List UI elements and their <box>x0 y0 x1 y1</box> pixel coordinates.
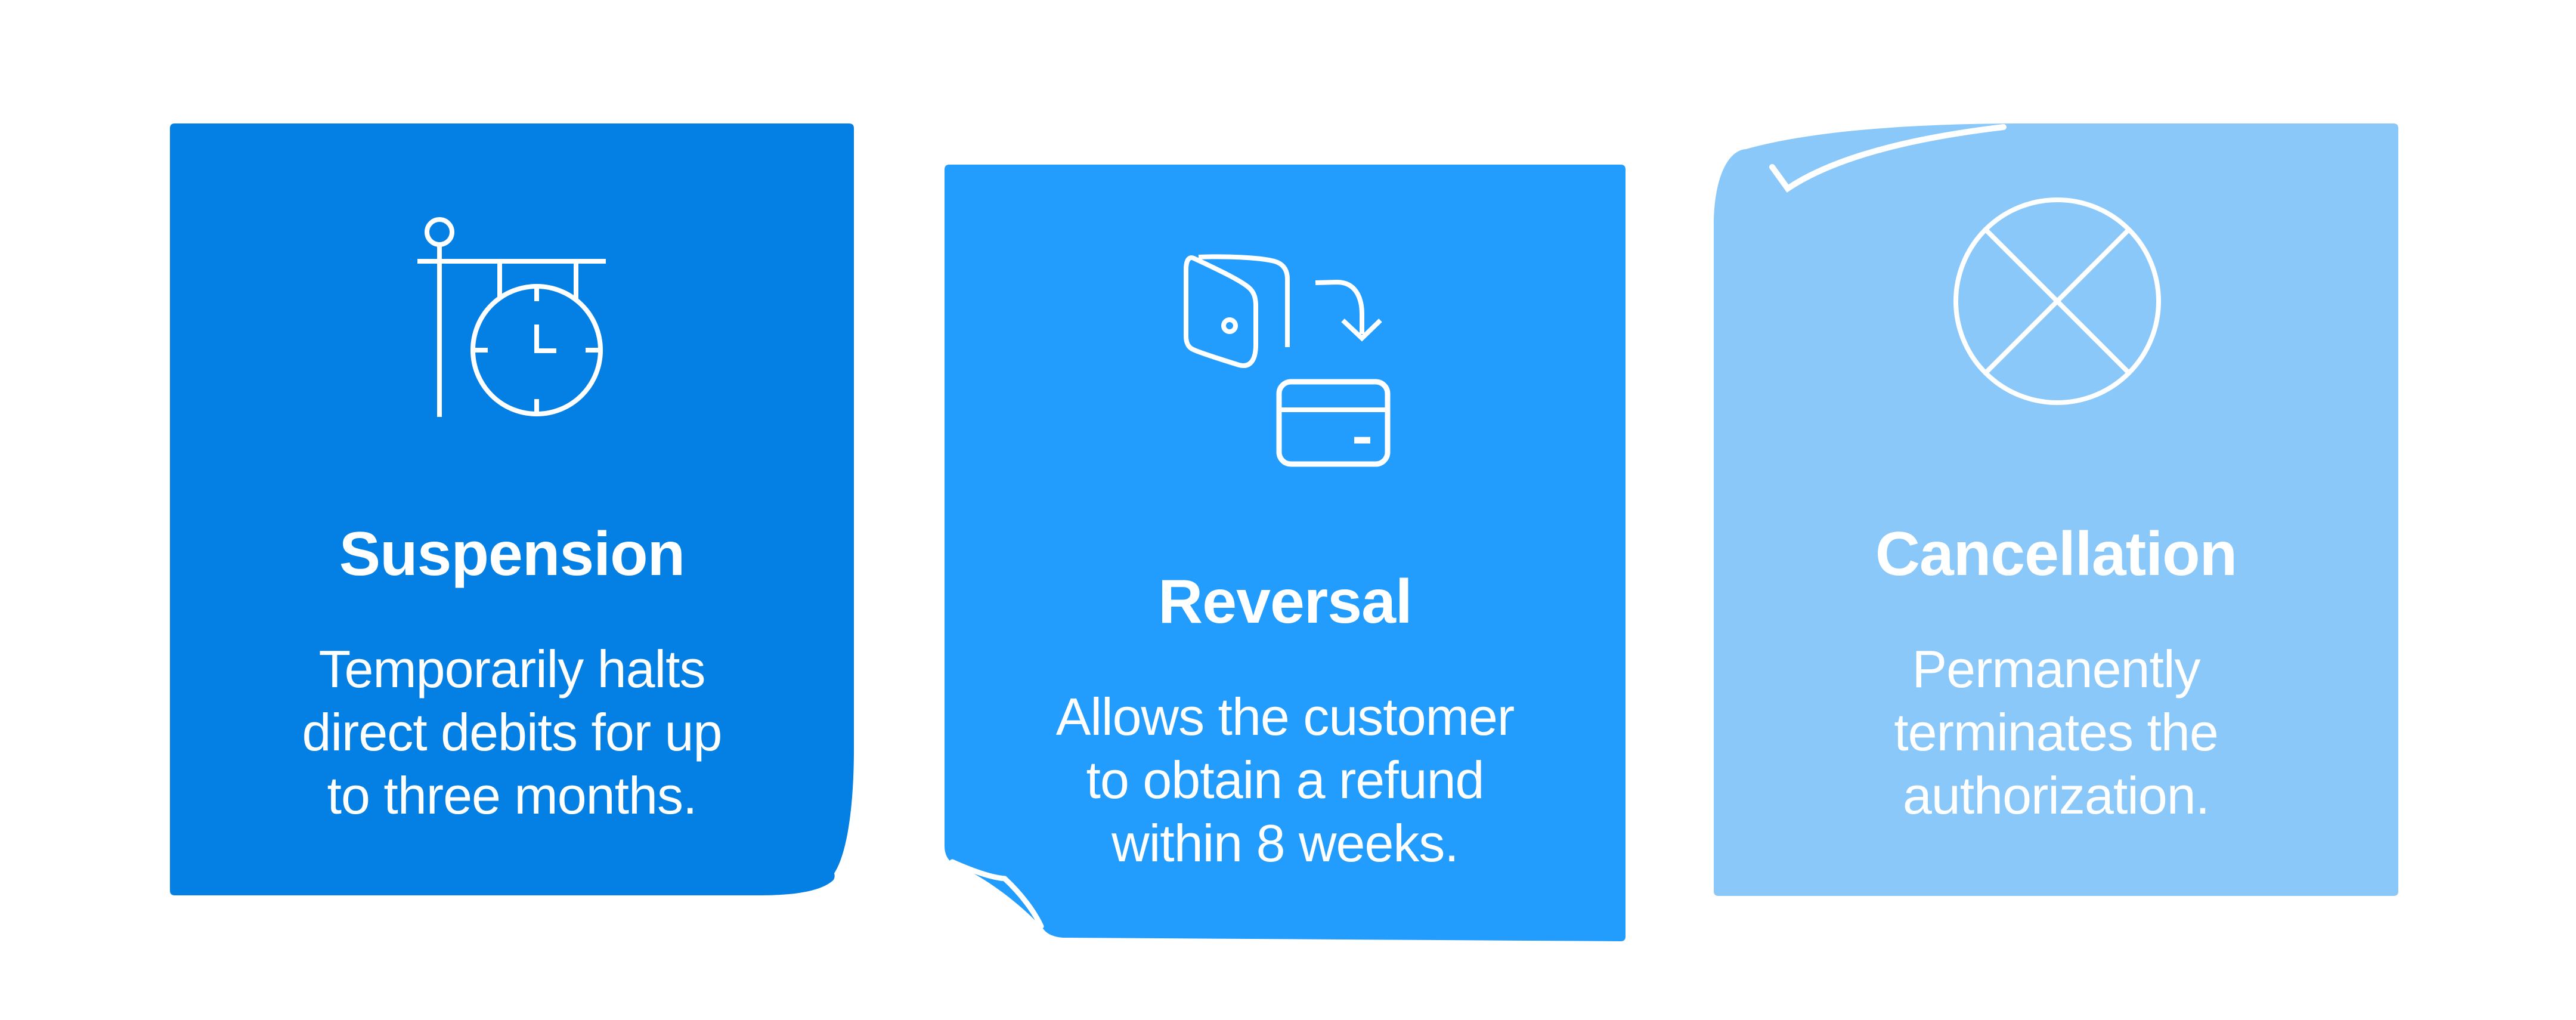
page-curl-crease <box>1769 124 2007 193</box>
card-cancellation: Cancellation Permanently terminates the … <box>1714 123 2398 896</box>
card-reversal-background <box>945 165 1626 941</box>
card-description-line: direct debits for up <box>302 703 723 762</box>
card-title: Cancellation <box>1875 520 2237 589</box>
card-suspension: Suspension Temporarily halts direct debi… <box>170 123 854 895</box>
sticky-note-shape <box>170 123 854 895</box>
card-description-line: Permanently <box>1912 639 2200 698</box>
card-description-line: to three months. <box>327 766 698 825</box>
card-title: Suspension <box>339 520 685 589</box>
card-description-line: terminates the <box>1894 703 2219 762</box>
card-title: Reversal <box>1158 567 1413 637</box>
crossed-circle-icon <box>1953 197 2161 405</box>
sticky-note-shape <box>945 165 1626 941</box>
hanging-clock-icon <box>417 217 606 417</box>
card-suspension-background <box>170 123 854 895</box>
card-description-line: within 8 weeks. <box>1111 814 1459 873</box>
card-cancellation-background <box>1714 123 2398 896</box>
card-reversal: Reversal Allows the customer to obtain a… <box>945 165 1626 941</box>
page-curl-crease <box>949 859 1044 929</box>
card-description-line: authorization. <box>1902 766 2210 825</box>
card-description-line: Temporarily halts <box>318 639 705 698</box>
sticky-note-shape <box>1714 123 2398 896</box>
card-description-line: to obtain a refund <box>1086 750 1485 809</box>
wallet-refund-card-icon <box>1184 254 1391 467</box>
card-description-line: Allows the customer <box>1055 687 1515 746</box>
